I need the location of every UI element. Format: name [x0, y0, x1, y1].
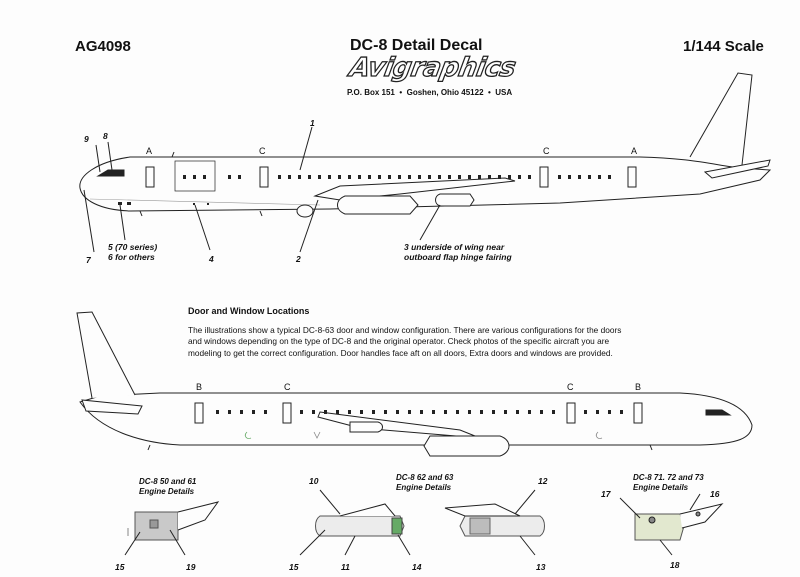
engine-title-line1: DC-8 62 and 63 [396, 473, 454, 482]
callout-15-a: 15 [115, 562, 125, 572]
bottom-engine-inner [423, 435, 510, 457]
bottom-door-label-c-forward: C [567, 382, 574, 392]
bottom-wing [317, 411, 481, 439]
instructions-line: The illustrations show a typical DC-8-63… [188, 325, 622, 335]
top-window-row [118, 175, 611, 205]
callout-5-6: 5 (70 series) 6 for others [108, 242, 157, 262]
callout-8: 8 [103, 131, 108, 141]
instructions-paragraph: The illustrations show a typical DC-8-63… [188, 325, 748, 359]
callout-19: 19 [186, 562, 196, 572]
callout-11: 11 [341, 562, 350, 572]
top-cockpit-window [96, 169, 125, 177]
engine-detail-62-63-right [444, 489, 545, 556]
top-door-forward [145, 166, 155, 188]
engine-title-line2: Engine Details [396, 482, 452, 492]
engine-title-line1: DC-8 71. 72 and 73 [633, 473, 704, 482]
top-door-label-c-aft: C [543, 146, 550, 156]
engine-title-line2: Engine Details [139, 486, 195, 496]
address-country: USA [495, 88, 513, 97]
callout-10: 10 [309, 476, 319, 486]
callout-3-line2: outboard flap hinge fairing [404, 252, 512, 262]
callout-17: 17 [601, 489, 611, 499]
address-line: P.O. Box 151 • Goshen, Ohio 45122 • USA [347, 88, 512, 97]
callout-9-leader [95, 144, 101, 173]
top-door-label-a-aft: A [631, 146, 638, 156]
top-door-label-a-forward: A [146, 146, 153, 156]
scale-label: 1/144 Scale [683, 38, 764, 55]
top-cargo-panel [174, 160, 216, 192]
bottom-window-row [216, 410, 623, 414]
bottom-door-aft [282, 402, 292, 424]
top-engine-inner [337, 195, 419, 215]
callout-16: 16 [710, 489, 720, 499]
engine-title-line1: DC-8 50 and 61 [139, 477, 197, 486]
engine-detail-70-series [619, 493, 724, 556]
top-door-label-c-forward: C [259, 146, 266, 156]
callout-5-line1: 5 (70 series) [108, 242, 158, 252]
address-city: Goshen, Ohio 45122 [406, 88, 484, 97]
top-engine-outer [435, 193, 475, 207]
top-door-rear [627, 166, 637, 188]
engine-detail-62-63-left [299, 489, 411, 556]
bottom-door-label-b-forward: B [635, 382, 642, 392]
callout-12: 12 [538, 476, 548, 486]
bottom-vertical-fin [76, 311, 136, 399]
bottom-cockpit-window [705, 409, 732, 416]
bottom-engine-outer [349, 421, 383, 433]
bullet-icon: • [397, 88, 405, 97]
callout-18: 18 [670, 560, 680, 570]
callout-3: 3 underside of wing near outboard flap h… [404, 242, 512, 262]
callout-4: 4 [209, 254, 214, 264]
engine-title-70-series: DC-8 71. 72 and 73 Engine Details [633, 473, 704, 492]
callout-13: 13 [536, 562, 546, 572]
callout-15-b: 15 [289, 562, 299, 572]
callout-1-leader [299, 126, 313, 171]
engine-title-50-61: DC-8 50 and 61 Engine Details [139, 477, 196, 496]
callout-5-line2: 6 for others [108, 252, 155, 262]
bottom-door-label-c-aft: C [284, 382, 291, 392]
engine-title-62-63: DC-8 62 and 63 Engine Details [396, 473, 453, 492]
address-po-box: P.O. Box 151 [347, 88, 395, 97]
top-door-aft [539, 166, 549, 188]
top-door-overwing [259, 166, 269, 188]
callout-3-line1: 3 underside of wing near [404, 242, 505, 252]
callout-7: 7 [86, 255, 91, 265]
bottom-door-forward [633, 402, 643, 424]
instructions-line: and windows depending on the type of DC-… [188, 336, 610, 347]
bullet-icon: • [485, 88, 494, 97]
bottom-fuselage-outline [79, 392, 753, 446]
product-code: AG4098 [75, 38, 131, 55]
instructions-line: modeling to get the correct configuratio… [188, 347, 613, 358]
engine-detail-50-61 [124, 501, 220, 556]
engine-title-line2: Engine Details [633, 482, 689, 492]
callout-2: 2 [296, 254, 301, 264]
callout-14: 14 [412, 562, 422, 572]
top-vertical-fin [689, 72, 753, 166]
callout-7-leader [83, 189, 95, 253]
callout-9: 9 [84, 134, 89, 144]
section-title: Door and Window Locations [188, 306, 310, 316]
top-horizontal-stab [703, 159, 771, 179]
top-fuselage-outline [79, 156, 772, 212]
bottom-door-label-b-rear: B [196, 382, 203, 392]
bottom-door-overwing [566, 402, 576, 424]
bottom-door-rear [194, 402, 204, 424]
page-title: DC-8 Detail Decal [350, 37, 483, 54]
callout-1: 1 [310, 118, 315, 128]
bottom-horizontal-stab [81, 399, 143, 415]
